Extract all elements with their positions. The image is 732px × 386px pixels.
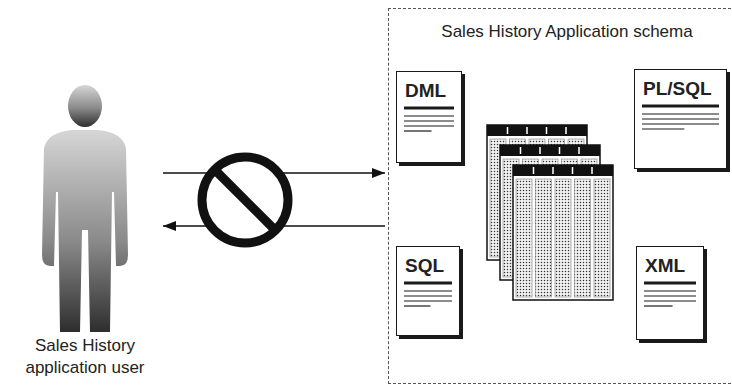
document-label: XML bbox=[637, 247, 685, 277]
user-label: Sales History application user bbox=[12, 335, 158, 379]
document-icon: DML bbox=[396, 71, 462, 163]
document-label: DML bbox=[397, 72, 446, 102]
document-icon: SQL bbox=[396, 246, 460, 336]
document-icon: XML bbox=[636, 246, 704, 340]
schema-boundary: Sales History Application schemaDML PL/SQ… bbox=[388, 8, 732, 384]
document-label: PL/SQL bbox=[635, 70, 712, 100]
document-icon: PL/SQL bbox=[634, 69, 727, 169]
prohibition-symbol bbox=[202, 157, 288, 243]
flow-arrow bbox=[163, 225, 385, 226]
document-label: SQL bbox=[397, 247, 444, 277]
person-head bbox=[68, 85, 102, 127]
schema-title: Sales History Application schema bbox=[389, 22, 732, 42]
person-figure bbox=[10, 80, 160, 335]
flow-arrow bbox=[163, 172, 385, 173]
person-body bbox=[42, 130, 128, 332]
user-figure: Sales History application user bbox=[10, 80, 160, 382]
table-stack bbox=[487, 125, 613, 300]
